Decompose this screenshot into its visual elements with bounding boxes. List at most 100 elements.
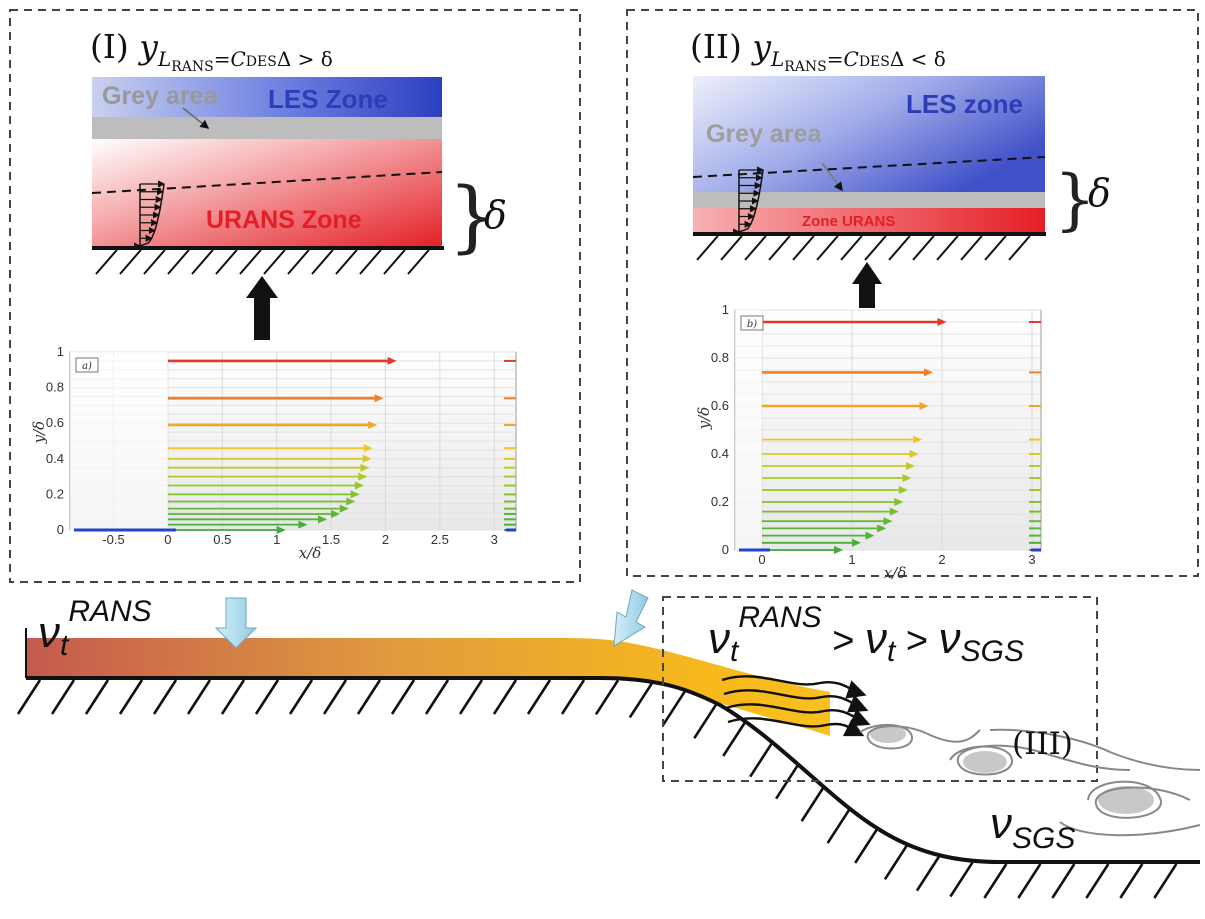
viscosity-relation: νtRANS > νt > νSGS <box>708 601 1024 668</box>
velocity-arrowhead <box>346 497 356 506</box>
x-axis-label: x/δ <box>299 544 322 562</box>
x-tick-label: 1.5 <box>322 532 340 547</box>
y-axis-label: y/δ <box>695 407 713 431</box>
hatch-line <box>826 808 851 844</box>
hatch-line <box>800 786 825 822</box>
hatch-line <box>720 235 743 261</box>
hatch-line <box>84 679 110 715</box>
hatch-line <box>696 235 719 261</box>
velocity-arrowhead <box>298 520 308 529</box>
region-iii-label: (III) <box>1012 726 1073 762</box>
wall-hatch-i <box>95 249 430 275</box>
hatch-line <box>722 721 747 757</box>
y-tick-label: 0.6 <box>711 398 729 413</box>
panel-ii: (II) yLRANS=CDESΔ < δ Grey area LES zone… <box>626 9 1199 582</box>
velocity-arrowhead <box>368 420 378 429</box>
hatch-line <box>744 235 767 261</box>
hatch-line <box>1008 235 1031 261</box>
hatch-line <box>16 679 42 715</box>
hatch-line <box>458 679 484 715</box>
x-tick-label: -0.5 <box>102 532 124 547</box>
delta-label-ii: δ <box>1088 171 1111 215</box>
hatch-line <box>220 679 246 715</box>
les-zone-label-ii: LES zone <box>906 89 1023 119</box>
hatch-line <box>407 249 430 275</box>
velocity-arrowhead <box>889 507 899 516</box>
velocity-arrowhead <box>877 524 887 533</box>
profile-curve <box>139 183 165 247</box>
grey-area-pointer-i <box>182 107 210 129</box>
velocity-arrowhead <box>937 318 947 326</box>
y-tick-label: 0.2 <box>711 494 729 509</box>
velocity-arrowhead <box>362 454 372 463</box>
x-tick-label: 1 <box>273 532 280 547</box>
hatch-line <box>768 235 791 261</box>
brace-ii: } <box>1054 161 1096 238</box>
urans-zone-label-ii: Zone URANS <box>802 213 895 230</box>
panel-ii-title: (II) yLRANS=CDESΔ < δ <box>690 27 946 75</box>
velocity-arrowhead <box>355 481 365 490</box>
x-tick-label: 3 <box>1028 552 1035 567</box>
shade <box>70 352 168 530</box>
x-axis-label: x/δ <box>884 564 907 582</box>
velocity-arrowhead <box>919 402 929 410</box>
up-arrow-ii <box>852 262 882 308</box>
hatch-line <box>912 235 935 261</box>
bottom-schematic: νtRANS νtRANS > νt > νSGS (III) νSGS <box>16 589 1201 899</box>
velocity-arrowhead <box>902 474 912 482</box>
hatch-line <box>816 235 839 261</box>
hatch-line <box>661 690 686 726</box>
blue-arrow-left <box>214 597 258 649</box>
hatch-line <box>1119 863 1144 899</box>
hatch-line <box>854 828 879 864</box>
velocity-arrowhead <box>924 368 933 377</box>
grey-area-ii <box>693 192 1045 208</box>
x-tick-label: 0 <box>758 552 765 567</box>
streamlines <box>721 675 871 737</box>
velocity-arrowhead <box>363 444 373 453</box>
hatch-line <box>1153 863 1178 899</box>
velocity-arrowhead <box>318 515 328 524</box>
boundary-layer-edge-i <box>91 171 443 194</box>
x-tick-label: 0 <box>164 532 171 547</box>
velocity-profile-ii <box>738 166 765 233</box>
y-tick-label: 0.8 <box>46 380 64 395</box>
hatch-line <box>984 235 1007 261</box>
hatch-line <box>1051 863 1076 899</box>
hatch-line <box>526 679 552 715</box>
x-tick-label: 2 <box>382 532 389 547</box>
plot-tag: a) <box>82 361 92 372</box>
rans-band <box>26 638 830 736</box>
y-tick-label: 0 <box>57 522 64 537</box>
hatch-line <box>186 679 212 715</box>
velocity-arrowhead <box>276 526 286 534</box>
hatch-line <box>215 249 238 275</box>
velocity-arrowhead <box>906 462 915 470</box>
y-tick-label: 0.4 <box>711 446 729 461</box>
hatch-line <box>936 235 959 261</box>
hatch-line <box>594 679 620 716</box>
velocity-arrowhead <box>360 463 370 472</box>
hatch-line <box>792 235 815 261</box>
y-tick-label: 0.6 <box>46 415 64 430</box>
y-tick-label: 0.2 <box>46 486 64 501</box>
urans-zone-label-i: URANS Zone <box>206 206 362 234</box>
grey-area-i <box>92 117 442 139</box>
hatch-line <box>95 249 118 275</box>
wall-hatch-ii <box>696 235 1031 261</box>
hatch-line <box>287 249 310 275</box>
velocity-profile-i <box>139 180 166 247</box>
hatch-line <box>390 679 416 715</box>
hatch-line <box>239 249 262 275</box>
plot-tag-box <box>75 357 99 373</box>
profile-curve <box>738 169 764 233</box>
hatch-line <box>1085 863 1110 899</box>
hatch-line <box>288 679 314 715</box>
terrain-hatch <box>16 679 1178 899</box>
velocity-arrowhead <box>894 498 904 506</box>
velocity-arrowhead <box>865 531 875 540</box>
region-iii-border <box>662 596 1098 782</box>
velocity-arrowhead <box>350 490 360 499</box>
hatch-line <box>383 249 406 275</box>
